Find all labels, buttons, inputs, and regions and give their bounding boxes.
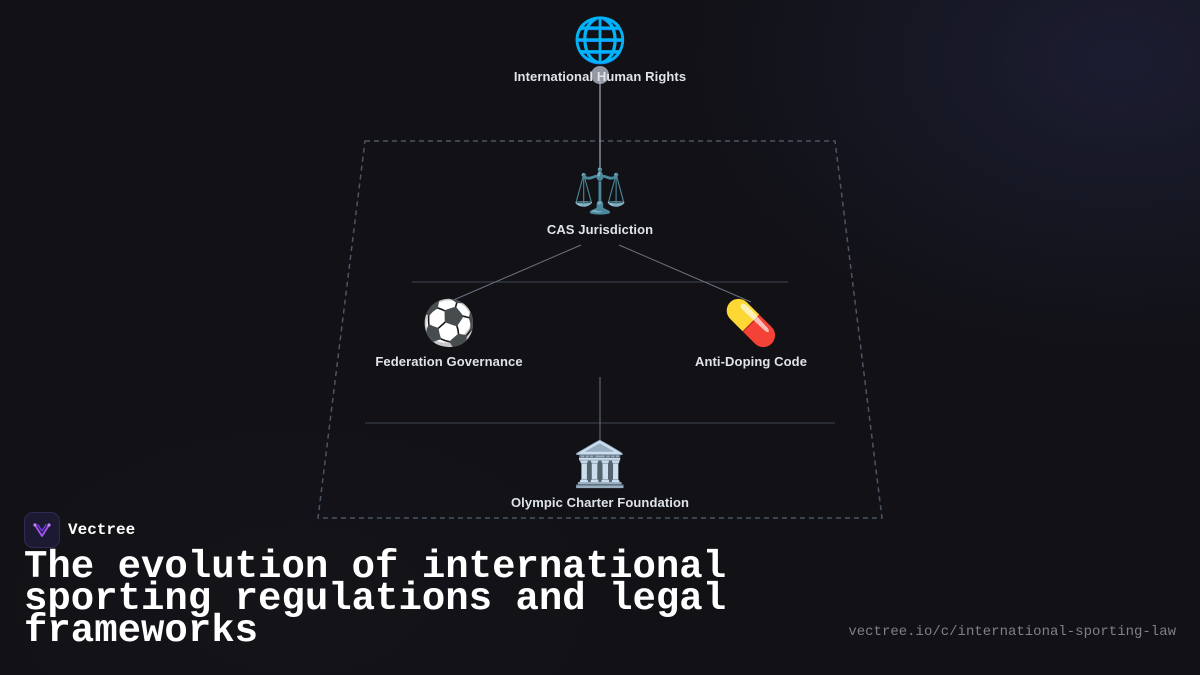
node-label: Federation Governance: [375, 354, 523, 369]
node-international-human-rights[interactable]: 🌐 International Human Rights: [513, 15, 687, 85]
node-label: Anti-Doping Code: [694, 354, 808, 369]
scales-icon: ⚖️: [572, 166, 628, 217]
node-label: International Human Rights: [513, 69, 687, 84]
frame-outline: [317, 140, 883, 519]
edge-cas-to-antidoping: [618, 244, 752, 303]
edge-cas-to-federation: [448, 244, 582, 303]
node-federation-governance[interactable]: ⚽ Federation Governance: [375, 298, 523, 370]
pill-icon: 💊: [723, 298, 779, 349]
brand[interactable]: Vectree: [24, 512, 135, 548]
globe-icon: 🌐: [572, 15, 628, 66]
brand-name: Vectree: [68, 521, 136, 539]
node-anti-doping-code[interactable]: 💊 Anti-Doping Code: [694, 298, 808, 370]
node-label: Olympic Charter Foundation: [510, 495, 690, 510]
node-label: CAS Jurisdiction: [546, 222, 654, 237]
node-olympic-charter-foundation[interactable]: 🏛️ Olympic Charter Foundation: [510, 439, 690, 511]
connector-dot: [591, 66, 609, 84]
page-title: The evolution of international sporting …: [24, 545, 727, 653]
source-url[interactable]: vectree.io/c/international-sporting-law: [848, 624, 1176, 640]
soccer-ball-icon: ⚽: [421, 298, 477, 349]
node-cas-jurisdiction[interactable]: ⚖️ CAS Jurisdiction: [546, 166, 654, 238]
classical-building-icon: 🏛️: [572, 439, 628, 490]
vectree-logo-icon: [24, 512, 60, 548]
